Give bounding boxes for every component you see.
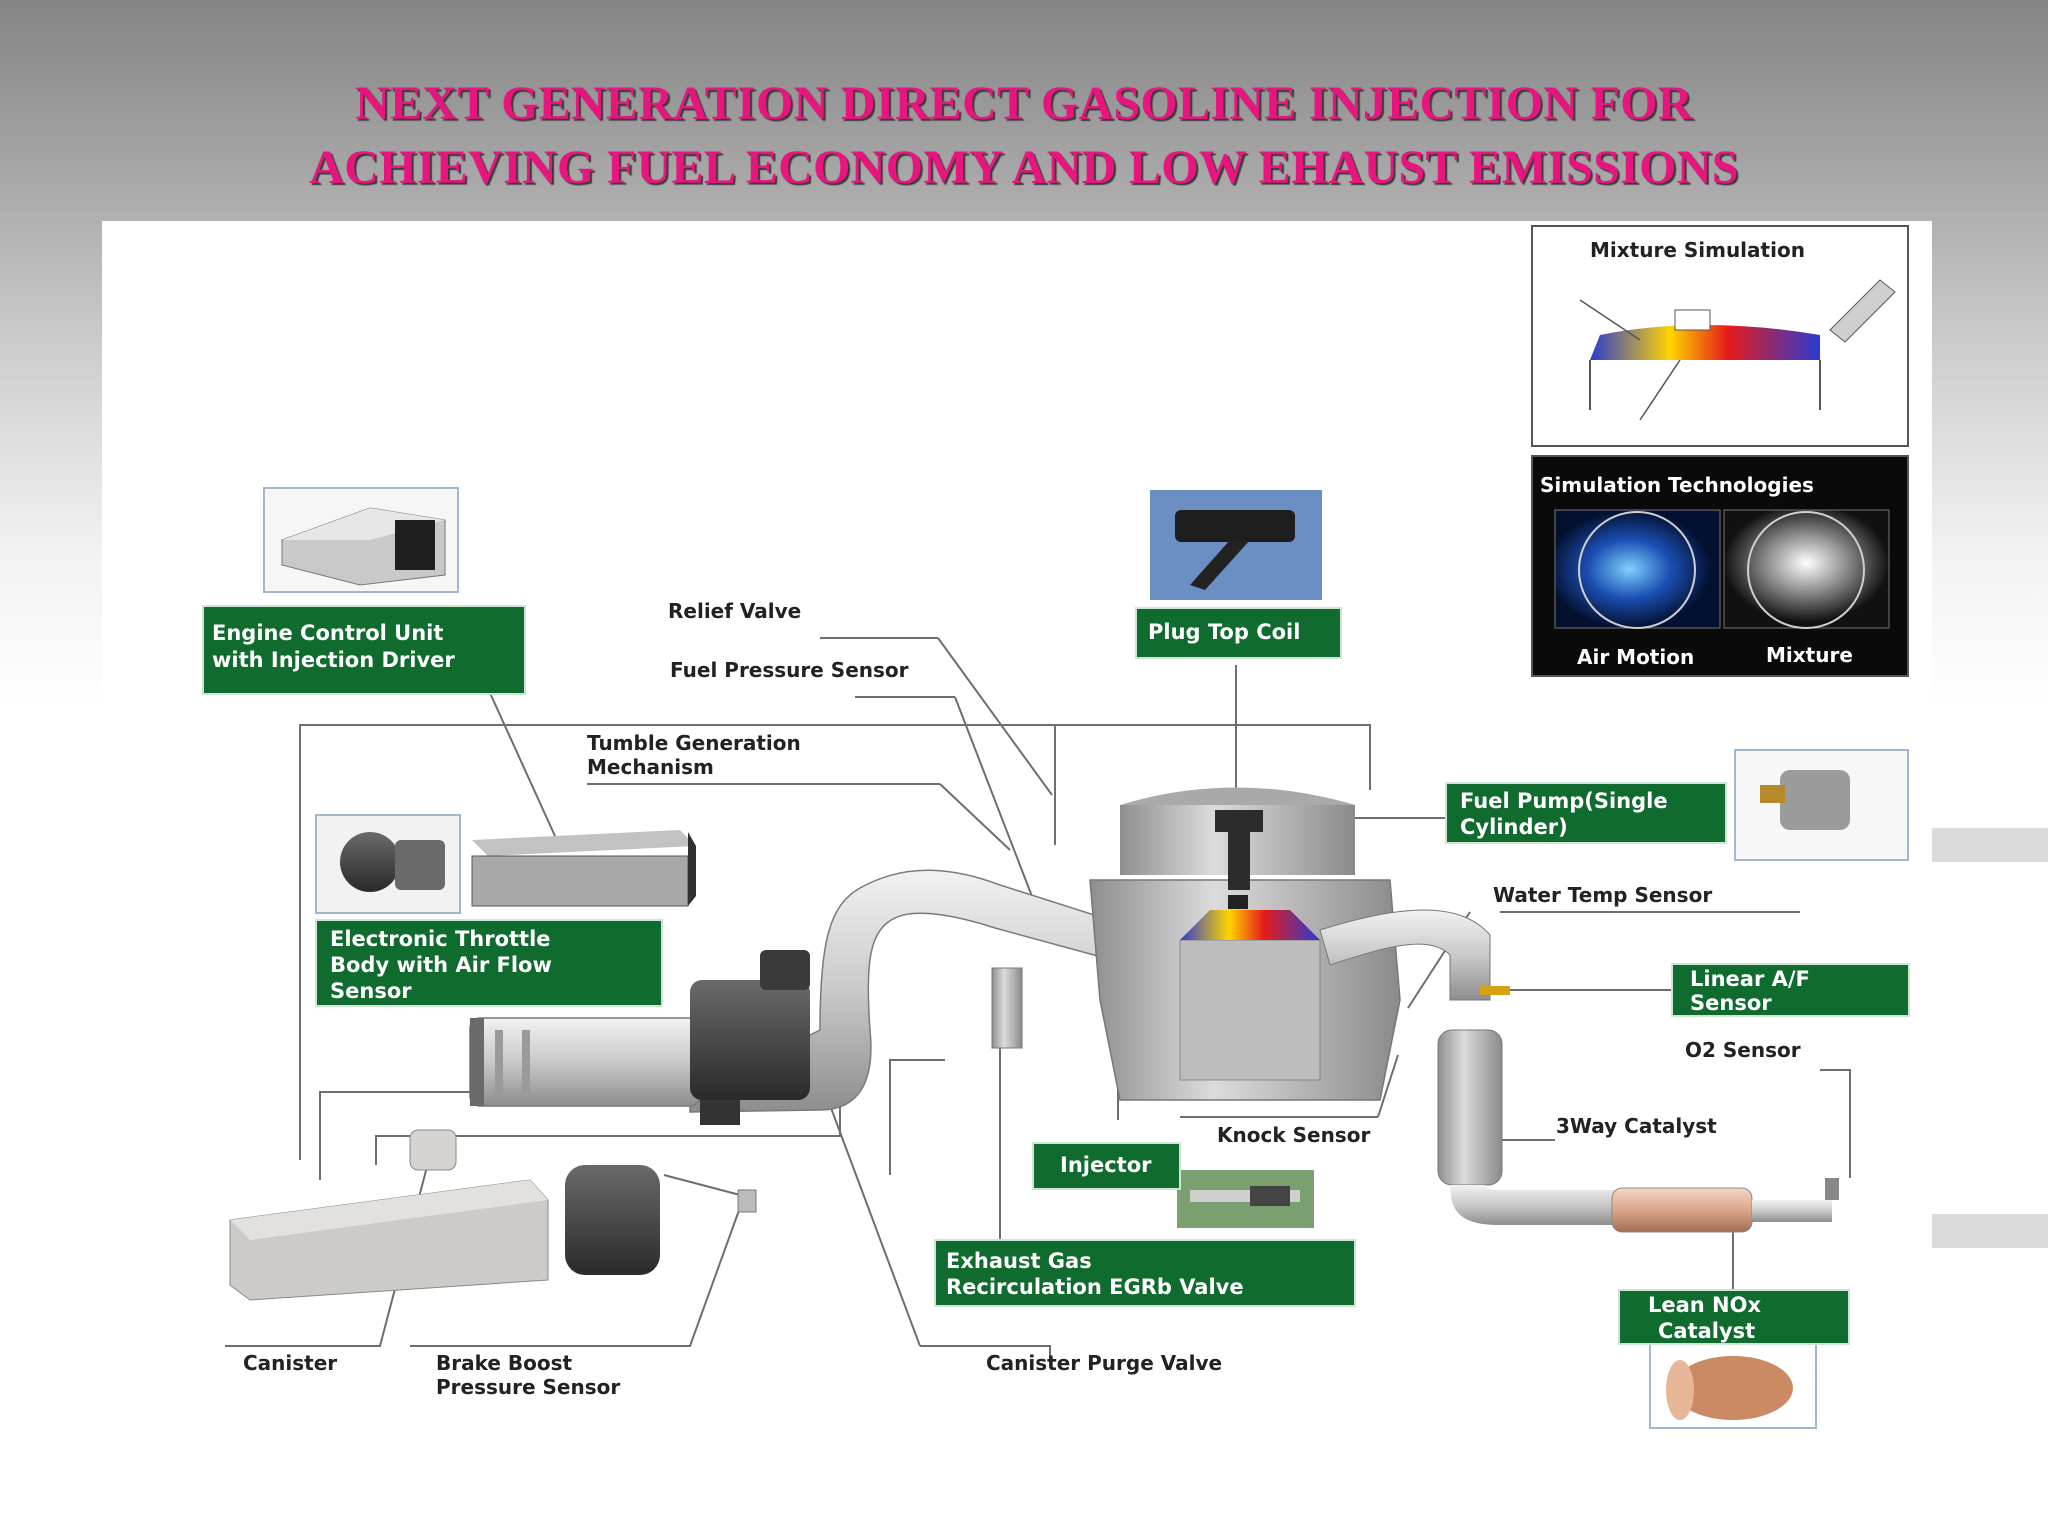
background-stripe	[1928, 828, 2048, 862]
label-canister-purge-valve: Canister Purge Valve	[986, 1351, 1222, 1375]
callout-fuel-pump-line-2: Cylinder)	[1460, 815, 1568, 839]
fuel-tank	[229, 1129, 549, 1301]
label-canister: Canister	[243, 1351, 337, 1375]
callout-lean-nox-line-2: Catalyst	[1658, 1319, 1755, 1343]
callout-throttle-line-1: Electronic Throttle	[330, 927, 551, 951]
title-line-1: NEXT GENERATION DIRECT GASOLINE INJECTIO…	[355, 77, 1693, 130]
callout-linear-af: Linear A/F Sensor	[1671, 963, 1910, 1017]
mixture-label: Mixture	[1766, 643, 1853, 667]
label-fuel-pressure-sensor: Fuel Pressure Sensor	[670, 658, 909, 682]
callout-linear-af-line-2: Sensor	[1690, 991, 1772, 1015]
callout-ecu-line-1: Engine Control Unit	[212, 621, 443, 645]
label-o2-sensor: O2 Sensor	[1685, 1038, 1801, 1062]
label-tumble-line-2: Mechanism	[587, 755, 714, 779]
callout-linear-af-line-1: Linear A/F	[1690, 967, 1810, 991]
leader-lines	[225, 637, 1851, 1362]
callout-lean-nox: Lean NOx Catalyst	[1618, 1289, 1850, 1345]
lean-nox-photo	[1649, 1343, 1817, 1429]
background-stripe	[1928, 1214, 2048, 1248]
mixture-simulation-inset: Mixture Simulation	[1531, 225, 1909, 447]
callout-throttle-line-2: Body with Air Flow	[330, 953, 552, 977]
callout-egr-line-2: Recirculation EGRb Valve	[946, 1275, 1244, 1299]
label-water-temp-sensor: Water Temp Sensor	[1493, 883, 1712, 907]
callout-plug-top-coil-text: Plug Top Coil	[1148, 620, 1300, 644]
callout-egr: Exhaust Gas Recirculation EGRb Valve	[934, 1239, 1356, 1307]
callout-egr-line-1: Exhaust Gas	[946, 1249, 1092, 1273]
exhaust-system	[1319, 909, 1839, 1233]
callout-injector: Injector	[1032, 1142, 1181, 1190]
air-motion-label: Air Motion	[1577, 645, 1694, 669]
label-relief-valve: Relief Valve	[668, 599, 801, 623]
label-3way-catalyst: 3Way Catalyst	[1556, 1114, 1717, 1138]
fuel-pump-photo	[1734, 749, 1909, 861]
label-knock-sensor: Knock Sensor	[1217, 1123, 1370, 1147]
intake-assembly	[469, 869, 1111, 1125]
callout-ecu-line-2: with Injection Driver	[212, 648, 455, 672]
mixture-simulation-title: Mixture Simulation	[1590, 238, 1805, 262]
callout-throttle-line-3: Sensor	[330, 979, 412, 1003]
ecu-box	[471, 830, 696, 907]
slide-title: NEXT GENERATION DIRECT GASOLINE INJECTIO…	[0, 72, 2048, 200]
callout-plug-top-coil: Plug Top Coil	[1135, 607, 1342, 659]
callout-throttle: Electronic Throttle Body with Air Flow S…	[315, 919, 663, 1007]
label-brake-boost-line-1: Brake Boost	[436, 1351, 573, 1375]
callout-fuel-pump: Fuel Pump(Single Cylinder)	[1445, 782, 1727, 844]
ecu-photo	[263, 487, 459, 593]
title-line-2: ACHIEVING FUEL ECONOMY AND LOW EHAUST EM…	[309, 141, 1739, 194]
injector-photo	[1177, 1170, 1314, 1228]
callout-injector-text: Injector	[1060, 1153, 1152, 1177]
callout-lean-nox-line-1: Lean NOx	[1648, 1293, 1761, 1317]
throttle-photo	[315, 814, 461, 914]
callout-ecu: Engine Control Unit with Injection Drive…	[202, 605, 526, 695]
canister-body	[565, 1165, 757, 1275]
label-tumble-line-1: Tumble Generation	[587, 731, 801, 755]
label-brake-boost-line-2: Pressure Sensor	[436, 1375, 620, 1399]
simulation-technologies-title: Simulation Technologies	[1540, 473, 1814, 497]
coil-photo	[1150, 490, 1322, 600]
simulation-technologies-inset: Simulation Technologies Air Motion Mixtu…	[1531, 455, 1909, 677]
callout-fuel-pump-line-1: Fuel Pump(Single	[1460, 789, 1668, 813]
